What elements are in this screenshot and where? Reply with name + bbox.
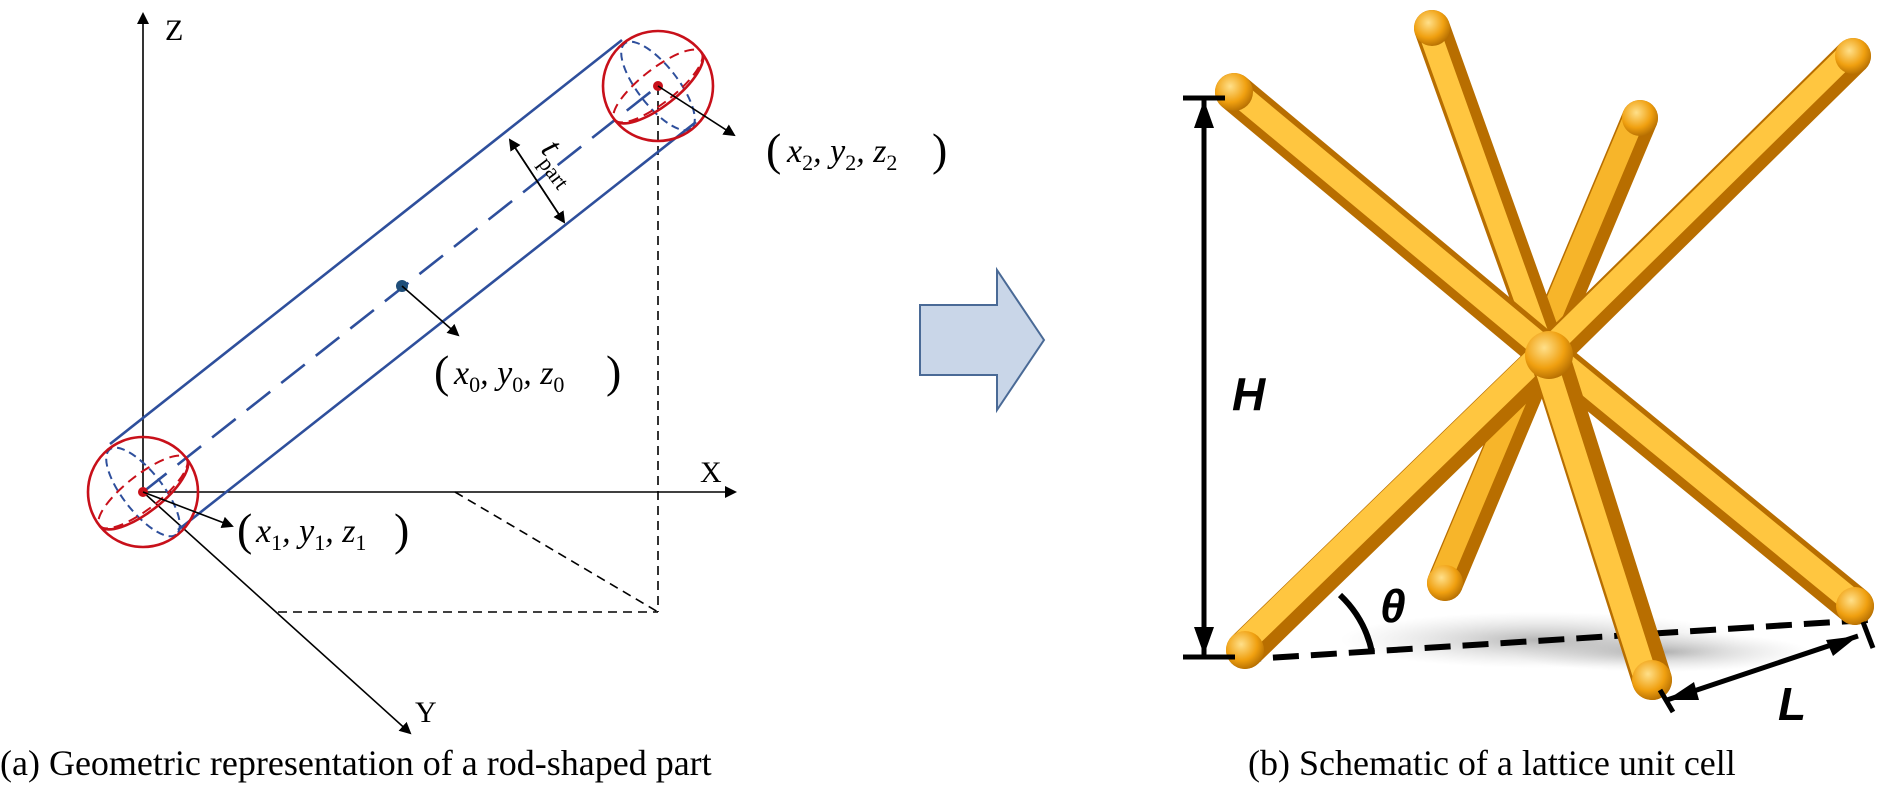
right-arrow-icon	[919, 266, 1046, 414]
z-axis-label: Z	[165, 14, 183, 47]
angle-indicator: θ	[1337, 580, 1406, 653]
y-axis-label: Y	[415, 696, 437, 729]
central-node	[1525, 331, 1573, 379]
thickness-dimension: tpart	[508, 133, 589, 224]
pointer-p1	[142, 491, 234, 529]
svg-text:(: (	[766, 124, 781, 175]
projection-lines	[278, 86, 659, 613]
strut-front-left-highlight	[1228, 340, 1555, 658]
strut-top-left-highlight	[1219, 76, 1558, 362]
strut-front-right-highlight	[1534, 338, 1864, 613]
height-dimension: H	[1183, 95, 1266, 660]
length-label: L	[1778, 678, 1806, 730]
panel-b-lattice-unit-cell: H θ L (b) Schematic of a lattice unit ce…	[1183, 10, 1876, 783]
svg-text:): )	[606, 346, 621, 397]
point-1-label: ( x1, y1, z1 )	[237, 504, 409, 555]
svg-text:): )	[394, 504, 409, 555]
point-0-label: ( x0, y0, z0 )	[434, 346, 621, 397]
svg-text:(: (	[434, 346, 449, 397]
thickness-label: tpart	[528, 133, 589, 194]
pointer-p2	[657, 85, 736, 137]
x-axis-label: X	[700, 456, 722, 489]
base-dashed-line	[1234, 617, 1869, 663]
svg-text:x0, y0, z0: x0, y0, z0	[453, 355, 564, 397]
strut-back-right-highlight	[1535, 41, 1861, 362]
y-axis	[142, 491, 412, 735]
transition-arrow	[919, 266, 1046, 414]
svg-text:): )	[932, 124, 947, 175]
panel-a-geometric-representation: Z X Y	[0, 12, 947, 783]
rod-upper-edge	[109, 38, 623, 446]
strut-front-center-highlight	[1531, 344, 1658, 691]
projection-diagonal	[454, 491, 659, 613]
caption-a: (a) Geometric representation of a rod-sh…	[0, 743, 712, 783]
angle-label: θ	[1380, 580, 1406, 632]
svg-text:x2, y2, z2: x2, y2, z2	[786, 133, 897, 175]
rod-lower-edge	[177, 120, 697, 532]
coordinate-axes: Z X Y	[137, 12, 737, 735]
svg-text:(: (	[237, 504, 252, 555]
strut-back-top-highlight	[1417, 17, 1556, 366]
point-2-label: ( x2, y2, z2 )	[766, 124, 947, 175]
length-dimension: L	[1657, 621, 1876, 730]
height-label: H	[1232, 368, 1266, 420]
pointer-p0	[401, 285, 460, 337]
caption-b: (b) Schematic of a lattice unit cell	[1248, 743, 1736, 783]
svg-text:x1, y1, z1: x1, y1, z1	[255, 513, 366, 555]
